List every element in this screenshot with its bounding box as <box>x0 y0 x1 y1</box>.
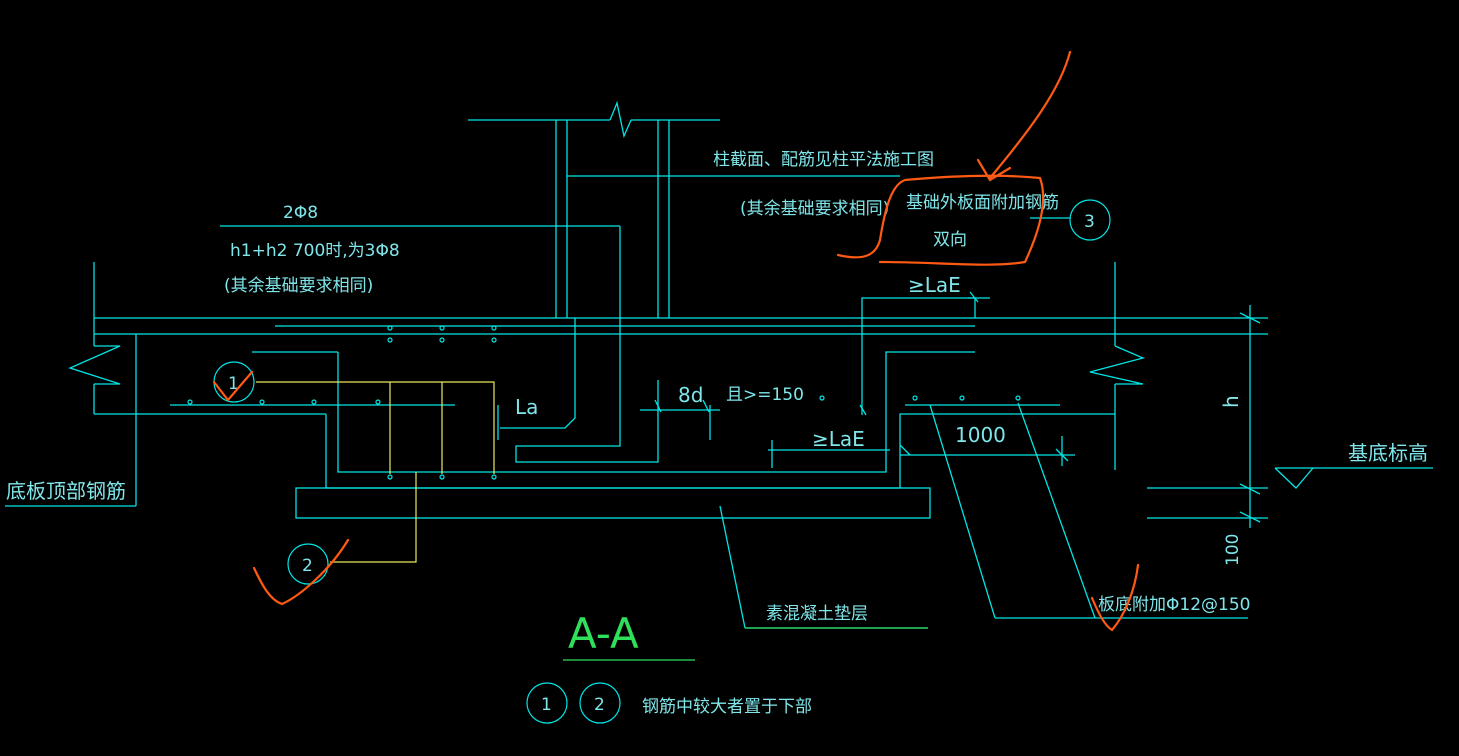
structure-lines <box>5 100 1433 629</box>
checkmark-3 <box>1090 563 1140 632</box>
bar-note-sub: (其余基础要求相同) <box>224 276 373 296</box>
two-way: 双向 <box>933 230 967 250</box>
outer-plate-bars: 基础外板面附加钢筋 <box>906 193 1059 213</box>
legend-circle-1 <box>526 682 568 724</box>
callout-circle-3 <box>1069 199 1111 241</box>
plain-concrete-cushion: 素混凝土垫层 <box>766 604 868 624</box>
dim-100: 100 <box>1223 534 1243 566</box>
highlight-outline <box>836 174 1045 266</box>
callout-1-label: 1 <box>228 374 239 394</box>
legend-note: 钢筋中较大者置于下部 <box>642 697 812 717</box>
dim-h: h <box>1219 395 1243 408</box>
callout-circle-2 <box>287 543 329 585</box>
column-note-sub: (其余基础要求相同) <box>740 199 889 219</box>
base-elevation: 基底标高 <box>1348 441 1428 465</box>
lae-bottom: ≥LaE <box>812 427 865 451</box>
rebar-dots <box>187 325 1021 480</box>
column-note: 柱截面、配筋见柱平法施工图 <box>713 150 934 170</box>
lae-top: ≥LaE <box>908 273 961 297</box>
bar-2phi8: 2Φ8 <box>283 203 318 223</box>
ge150-label: 且>=150 <box>726 385 804 405</box>
orange-markups <box>212 50 1140 632</box>
checkmark-2 <box>252 538 350 606</box>
yellow-bars <box>256 381 495 563</box>
bar-h1h2: h1+h2 700时,为3Φ8 <box>230 241 400 261</box>
legend-1-label: 1 <box>541 695 552 715</box>
arrow-head <box>976 158 1012 182</box>
checkmark-1 <box>212 370 254 402</box>
la-label: La <box>515 395 538 419</box>
slab-top-bars: 底板顶部钢筋 <box>6 479 126 503</box>
callout-2-label: 2 <box>302 556 313 576</box>
dim-1000: 1000 <box>955 423 1006 447</box>
eight-d-label: 8d <box>678 383 703 407</box>
callout-3-label: 3 <box>1084 212 1095 232</box>
plate-bottom-bars: 板底附加Φ12@150 <box>1098 595 1250 615</box>
arrow-line <box>988 50 1072 180</box>
section-title: A-A <box>568 609 639 658</box>
legend-2-label: 2 <box>594 695 605 715</box>
legend-circle-2 <box>579 682 621 724</box>
